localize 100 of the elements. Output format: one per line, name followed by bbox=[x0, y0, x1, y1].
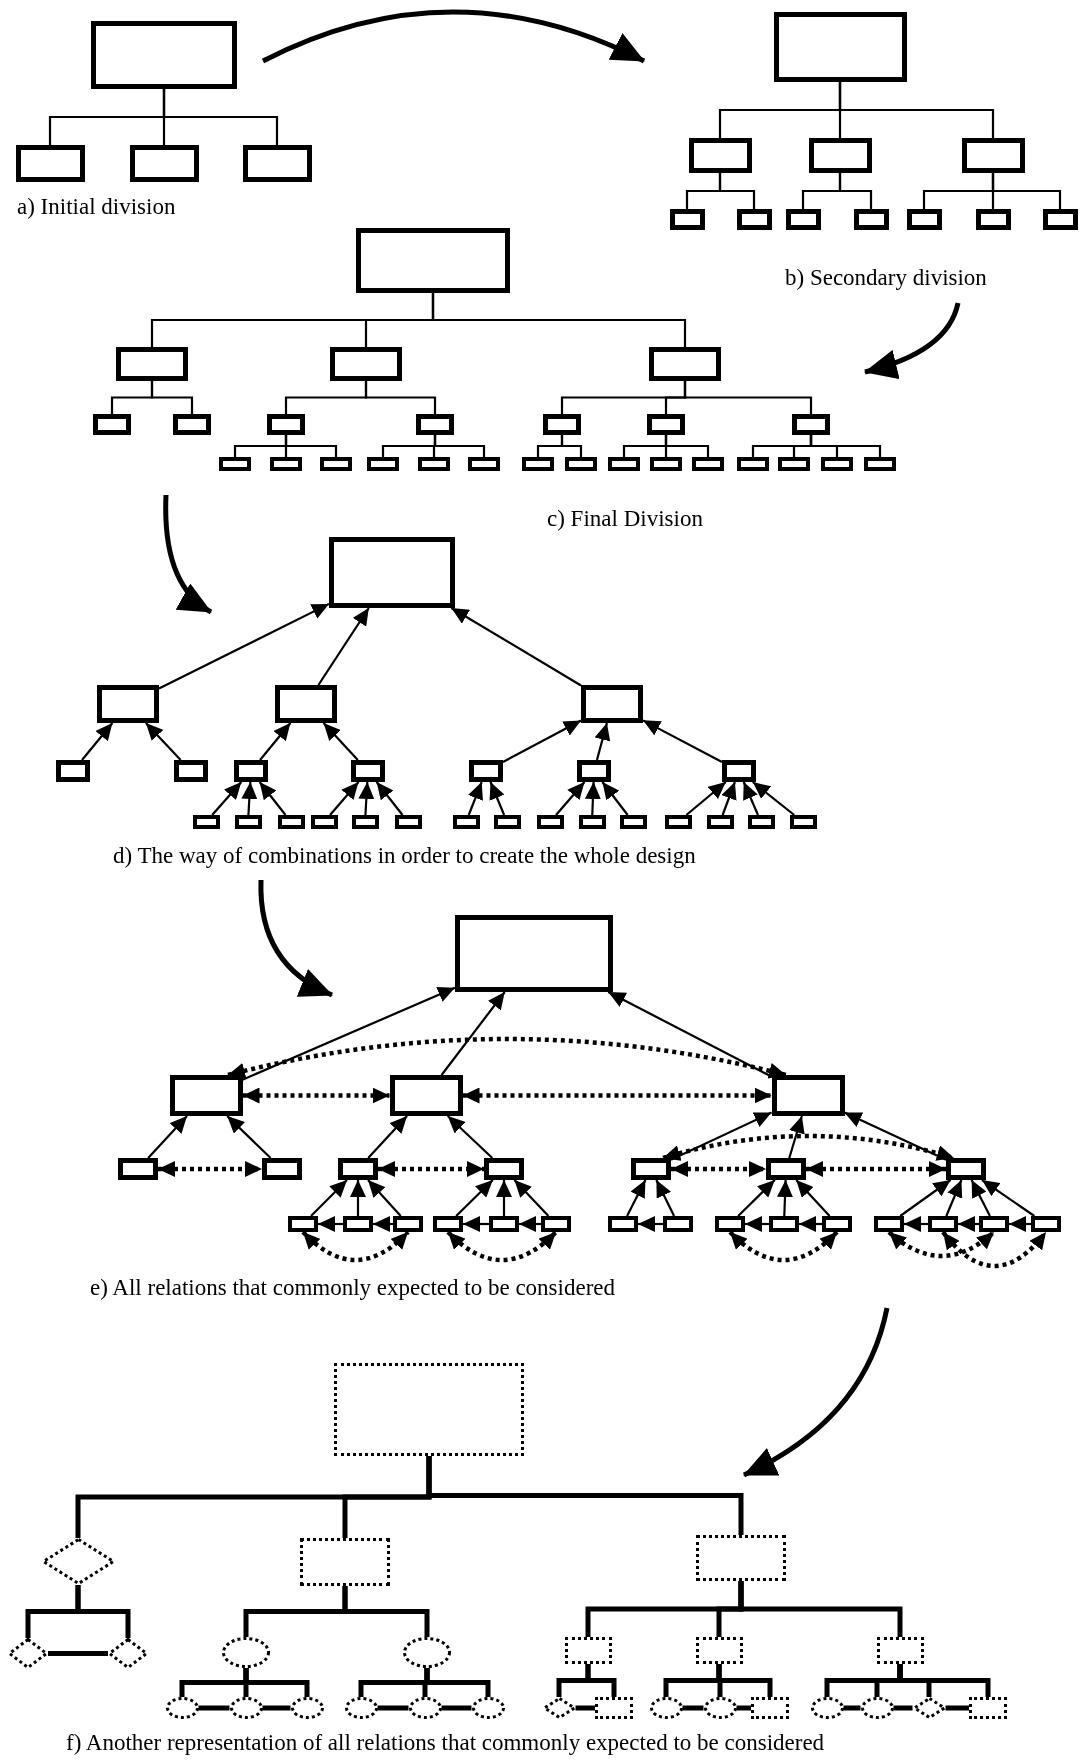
box bbox=[468, 457, 500, 471]
box bbox=[329, 537, 455, 608]
arrow bbox=[241, 781, 258, 816]
box bbox=[234, 760, 268, 782]
ellipse-shape bbox=[222, 1637, 270, 1668]
connector-line bbox=[575, 1705, 595, 1711]
box bbox=[961, 138, 1025, 173]
dotted-box bbox=[876, 1637, 924, 1664]
box bbox=[577, 760, 611, 782]
box bbox=[785, 209, 821, 230]
connector-line bbox=[284, 435, 338, 457]
arrow bbox=[745, 1216, 769, 1232]
box bbox=[578, 815, 606, 829]
connector-line bbox=[945, 1705, 969, 1711]
box bbox=[91, 21, 237, 89]
arrow bbox=[519, 1216, 541, 1232]
ellipse-shape bbox=[471, 1697, 505, 1719]
connector-line bbox=[48, 1651, 108, 1656]
arrow bbox=[685, 781, 727, 816]
box bbox=[619, 815, 647, 829]
dotted-box bbox=[696, 1535, 786, 1581]
arrow bbox=[318, 1216, 343, 1232]
dashed-double-arrow bbox=[671, 1161, 766, 1177]
dotted-box bbox=[969, 1697, 1007, 1719]
box bbox=[771, 1075, 845, 1116]
box bbox=[789, 815, 817, 829]
box bbox=[169, 1075, 243, 1116]
box bbox=[647, 414, 685, 435]
arrow bbox=[367, 1115, 408, 1159]
box bbox=[56, 760, 90, 782]
ellipse-shape bbox=[649, 1697, 683, 1719]
arrow bbox=[799, 1216, 822, 1232]
connector-line bbox=[198, 1705, 230, 1711]
box bbox=[946, 1158, 986, 1180]
box bbox=[608, 1216, 638, 1232]
box bbox=[393, 1216, 423, 1232]
arrow bbox=[981, 1179, 1035, 1217]
dotted-box bbox=[595, 1697, 633, 1719]
arrow bbox=[259, 722, 292, 761]
box bbox=[356, 228, 510, 293]
box bbox=[174, 760, 208, 782]
caption: b) Secondary division bbox=[785, 265, 987, 291]
box bbox=[808, 138, 872, 173]
arrow bbox=[367, 1179, 402, 1217]
box bbox=[736, 209, 772, 230]
ellipse-shape bbox=[290, 1697, 324, 1719]
box bbox=[650, 457, 682, 471]
box bbox=[288, 1216, 318, 1232]
box bbox=[310, 815, 338, 829]
arrow bbox=[584, 781, 601, 816]
box bbox=[581, 685, 643, 723]
box bbox=[330, 347, 402, 381]
box bbox=[688, 138, 752, 173]
dashed-double-arrow bbox=[728, 1230, 839, 1263]
dotted-box bbox=[695, 1637, 743, 1664]
ellipse-shape bbox=[703, 1697, 737, 1719]
arrow bbox=[447, 1115, 494, 1159]
arrow bbox=[467, 781, 483, 816]
arrow bbox=[322, 722, 359, 761]
arrow bbox=[258, 781, 287, 816]
box bbox=[722, 760, 756, 782]
arrow bbox=[670, 1111, 772, 1161]
box bbox=[536, 815, 564, 829]
arrow bbox=[904, 1216, 928, 1232]
arrow bbox=[594, 722, 611, 761]
arrow bbox=[310, 1179, 348, 1217]
connector-line bbox=[560, 435, 583, 457]
dashed-double-arrow bbox=[158, 1161, 262, 1177]
arrow bbox=[211, 781, 243, 816]
dashed-double-arrow bbox=[662, 1133, 955, 1162]
box bbox=[93, 414, 131, 435]
arrow bbox=[601, 781, 629, 816]
arrow bbox=[145, 722, 182, 761]
ellipse-shape bbox=[229, 1697, 263, 1719]
arrow bbox=[638, 1216, 663, 1232]
dashed-double-arrow bbox=[242, 1087, 390, 1104]
arrow bbox=[81, 722, 114, 761]
connector-line bbox=[838, 82, 995, 138]
arrow bbox=[958, 1216, 979, 1232]
box bbox=[394, 815, 422, 829]
box bbox=[522, 457, 554, 471]
dotted-box bbox=[300, 1538, 390, 1586]
box bbox=[769, 1216, 799, 1232]
arrow bbox=[844, 1111, 947, 1161]
connector-line bbox=[838, 173, 873, 209]
box bbox=[389, 1075, 463, 1116]
box bbox=[192, 815, 220, 829]
arrow bbox=[350, 1180, 366, 1216]
connector-line bbox=[364, 381, 437, 414]
box bbox=[418, 457, 450, 471]
arrow bbox=[737, 1179, 776, 1217]
box bbox=[116, 347, 188, 381]
arrow bbox=[329, 781, 360, 816]
dotted-box bbox=[564, 1637, 612, 1664]
box bbox=[367, 457, 399, 471]
box bbox=[565, 457, 597, 471]
box bbox=[979, 1216, 1009, 1232]
arrow bbox=[1009, 1216, 1031, 1232]
box bbox=[853, 209, 889, 230]
arrow bbox=[242, 986, 456, 1081]
